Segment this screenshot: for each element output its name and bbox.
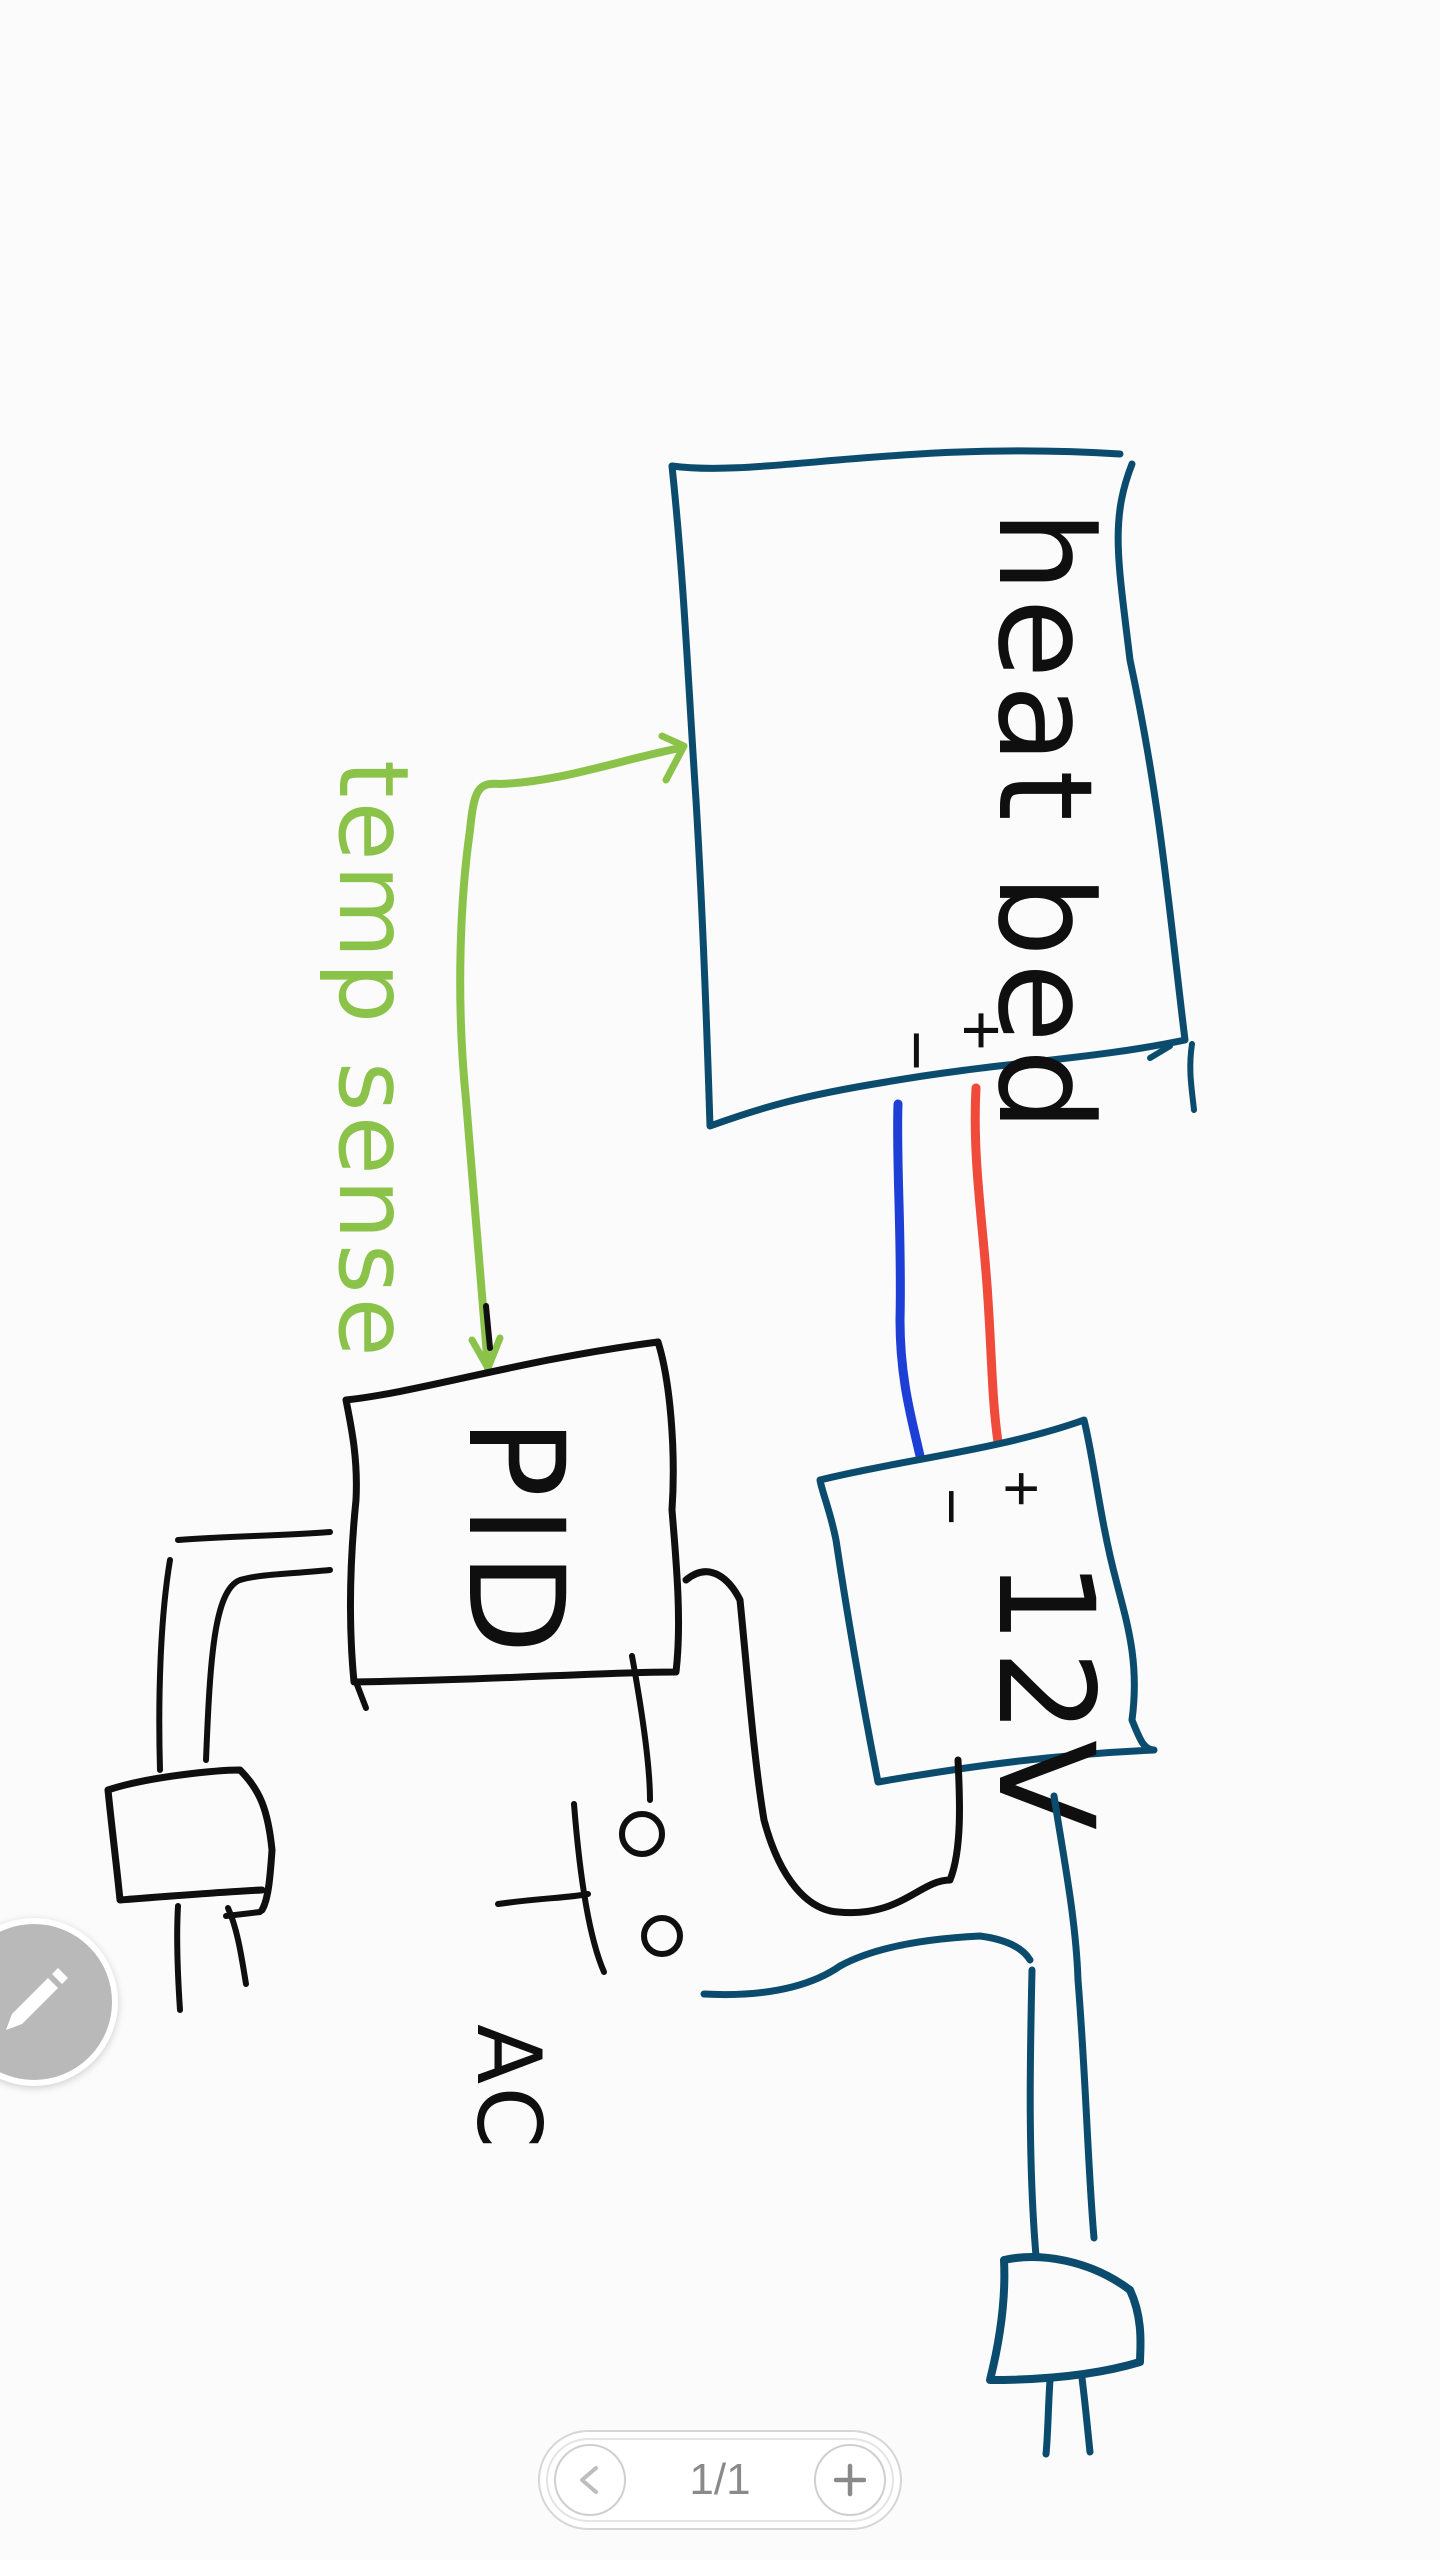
plus-icon xyxy=(833,2463,867,2497)
heat-bed-label: heat bed xyxy=(969,510,1121,1137)
temp-sense-label: temp sense xyxy=(317,760,429,1361)
chevron-left-icon xyxy=(580,2466,598,2494)
page-navigator-frame xyxy=(546,2438,894,2522)
heat-bed-minus-terminal: − xyxy=(878,1030,956,1071)
previous-page-button[interactable] xyxy=(554,2444,626,2516)
ac-label: AC xyxy=(457,2024,560,2152)
page-indicator: 1/1 xyxy=(689,2455,751,2504)
pid-psu-wire xyxy=(682,1568,963,1917)
page-navigator: 1/1 xyxy=(538,2430,902,2530)
psu-label: 12V xyxy=(968,1560,1122,1836)
add-page-button[interactable] xyxy=(814,2444,886,2516)
pencil-icon xyxy=(6,1968,68,2030)
pid-controller-sketch: PID xyxy=(342,1303,683,1711)
pid-ac-plug-sketch xyxy=(104,1529,333,2013)
heat-bed-sketch: − + heat bed xyxy=(668,447,1197,1137)
power-wires xyxy=(893,1083,1003,1461)
psu-12v-sketch: + − 12V xyxy=(816,1416,1158,1836)
heat-bed-plus-terminal: + xyxy=(943,1010,1021,1051)
psu-minus-terminal: − xyxy=(916,1488,988,1525)
psu-plus-terminal: + xyxy=(986,1470,1058,1507)
temp-sense-sketch: temp sense xyxy=(317,732,688,1372)
ac-plug-sketch xyxy=(700,1792,1145,2458)
switch-sketch: AC xyxy=(457,1653,683,2152)
pid-label: PID xyxy=(438,1418,592,1662)
